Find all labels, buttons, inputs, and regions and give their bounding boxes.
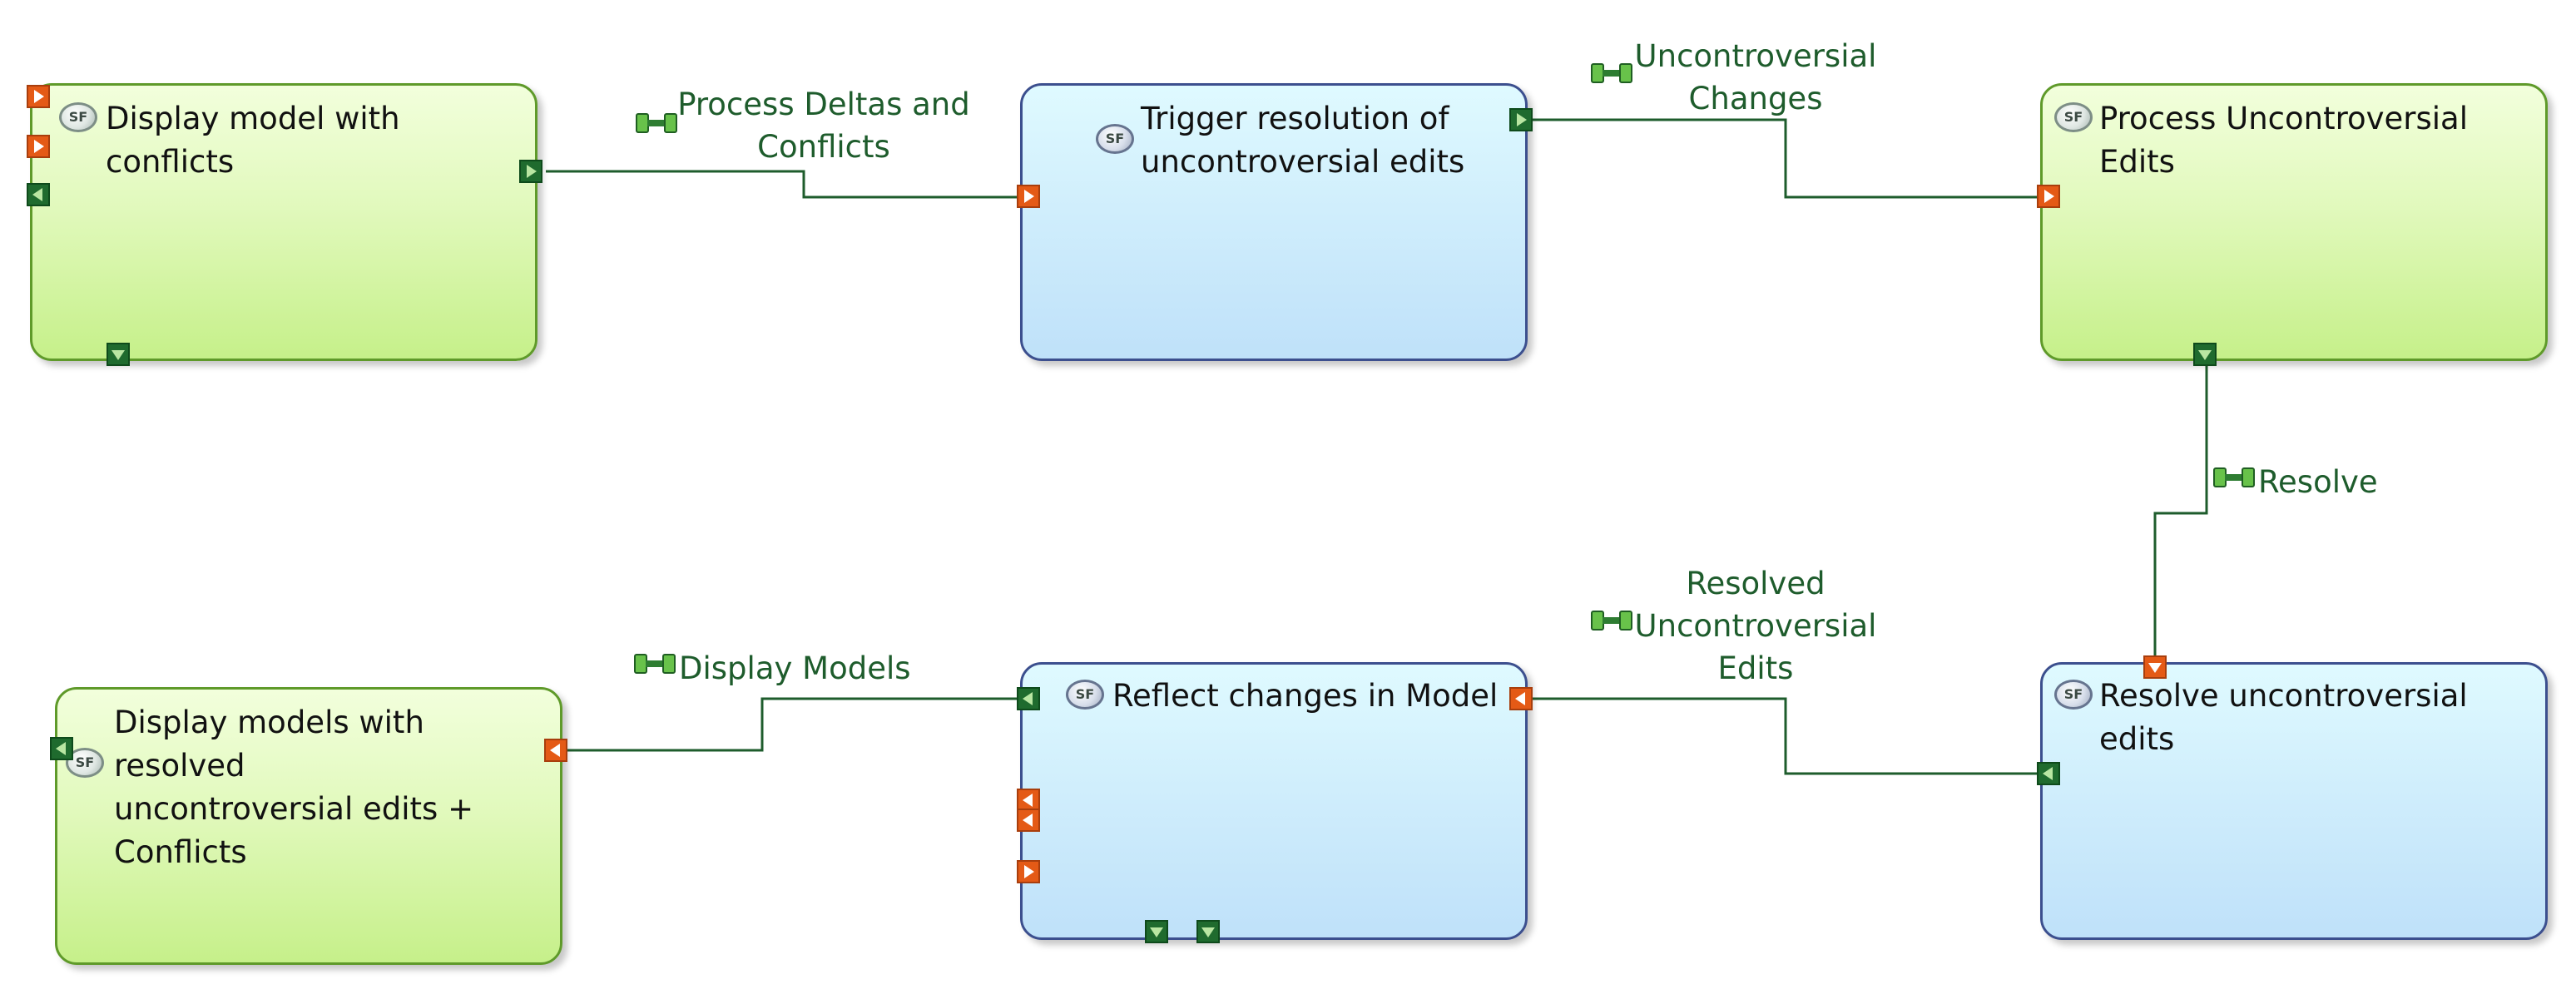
node-trigger-resolution[interactable]: SF Trigger resolution of uncontroversial… <box>1020 83 1528 361</box>
connection-label-display-models[interactable]: Display Models <box>679 650 911 686</box>
node-title: Display model with conflicts <box>106 101 400 180</box>
input-port-icon[interactable] <box>1017 185 1040 208</box>
connector-plug-icon <box>1591 63 1632 83</box>
output-port-icon[interactable] <box>1196 920 1220 943</box>
connector-plug-icon <box>634 654 676 674</box>
connection-label-resolved-uncontroversial[interactable]: Resolved Uncontroversial Edits <box>1634 566 1877 686</box>
wire-resolve <box>2153 364 2208 665</box>
output-port-icon[interactable] <box>519 160 542 183</box>
input-port-icon[interactable] <box>2037 185 2060 208</box>
node-display-models-resolved[interactable]: SF Display models with resolved uncontro… <box>55 687 562 965</box>
output-port-icon[interactable] <box>50 737 73 760</box>
input-port-icon[interactable] <box>544 739 567 762</box>
wire-process-deltas <box>546 170 1020 199</box>
sf-icon: SF <box>59 102 97 132</box>
input-port-icon[interactable] <box>27 85 50 108</box>
node-process-uncontroversial-edits[interactable]: SF Process Uncontroversial Edits <box>2040 83 2548 361</box>
node-reflect-changes-in-model[interactable]: SF Reflect changes in Model <box>1020 662 1528 940</box>
sf-icon: SF <box>1066 680 1104 710</box>
input-port-icon[interactable] <box>2143 655 2167 679</box>
connection-label-process-deltas[interactable]: Process Deltas and Conflicts <box>677 87 970 165</box>
node-title: Process Uncontroversial Edits <box>2099 101 2469 180</box>
sf-icon: SF <box>2054 680 2093 710</box>
output-port-icon[interactable] <box>1145 920 1168 943</box>
sf-icon: SF <box>2054 102 2093 132</box>
wire-resolved-uncontroversial <box>1531 697 2040 775</box>
node-resolve-uncontroversial-edits[interactable]: SF Resolve uncontroversial edits <box>2040 662 2548 940</box>
sf-icon: SF <box>1096 124 1134 154</box>
wire-display-models <box>567 697 1020 752</box>
node-display-model-with-conflicts[interactable]: SF Display model with conflicts <box>30 83 537 361</box>
connection-label-resolve[interactable]: Resolve <box>2258 464 2378 500</box>
node-title: Resolve uncontroversial edits <box>2099 678 2468 757</box>
input-port-icon[interactable] <box>1017 809 1040 832</box>
connector-plug-icon <box>1591 611 1632 631</box>
output-port-icon[interactable] <box>2193 343 2217 366</box>
connection-label-uncontroversial-changes[interactable]: Uncontroversial Changes <box>1634 38 1877 116</box>
input-port-icon[interactable] <box>1017 860 1040 883</box>
wire-uncontroversial-changes <box>1531 118 2042 199</box>
node-title: Trigger resolution of uncontroversial ed… <box>1141 101 1465 180</box>
input-port-icon[interactable] <box>27 135 50 158</box>
output-port-icon[interactable] <box>1017 687 1040 710</box>
output-port-icon[interactable] <box>107 343 130 366</box>
connector-plug-icon <box>2213 467 2255 487</box>
node-title: Display models with resolved uncontrover… <box>114 705 474 870</box>
output-port-icon[interactable] <box>2037 762 2060 785</box>
output-port-icon[interactable] <box>1509 108 1533 131</box>
output-port-icon[interactable] <box>27 183 50 206</box>
connector-plug-icon <box>636 113 677 133</box>
node-title: Reflect changes in Model <box>1112 678 1499 714</box>
input-port-icon[interactable] <box>1509 687 1533 710</box>
